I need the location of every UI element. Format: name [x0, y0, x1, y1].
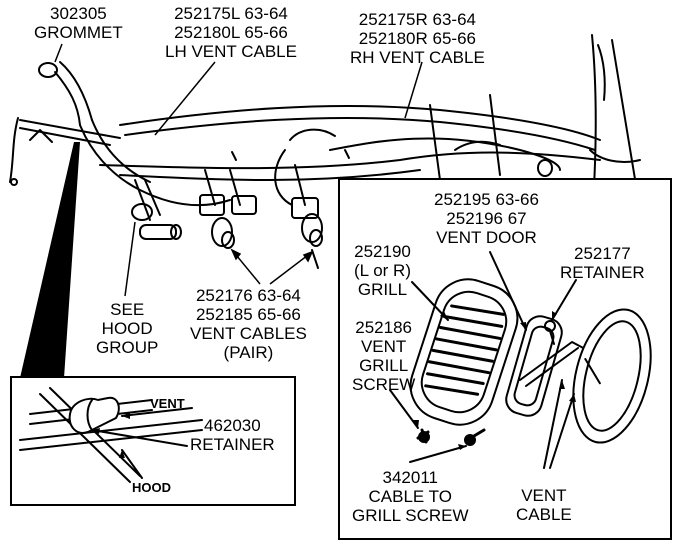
vent-cables-name: VENT CABLES — [190, 324, 307, 343]
vent-detail-drawing — [389, 251, 652, 469]
grill-note: (L or R) — [354, 261, 411, 280]
inset-retainer-part: 462030 — [203, 416, 261, 435]
cable-screw-l1: CABLE TO — [368, 487, 452, 506]
rh-cable-part-65-66: 252180R 65-66 — [358, 29, 476, 48]
inset-retainer-name: RETAINER — [190, 435, 275, 454]
vent-cable-l1: VENT — [521, 486, 567, 505]
vent-door-part-63-66: 252195 63-66 — [434, 190, 539, 209]
grill-screw-l2: GRILL — [359, 356, 409, 375]
retainer-name: RETAINER — [560, 263, 645, 282]
grill-screw-part-number: 252186 — [355, 318, 412, 337]
inset-vent-label: VENT — [150, 396, 185, 411]
grommet-label: 302305 GROMMET — [34, 4, 123, 42]
inset-hood-label: HOOD — [132, 480, 171, 495]
vent-door-name: VENT DOOR — [436, 228, 537, 247]
grill-screw-label: 252186 VENT GRILL SCREW — [352, 318, 415, 394]
group-text: GROUP — [96, 338, 159, 357]
see-text: SEE — [110, 300, 145, 319]
grill-part-number: 252190 — [354, 242, 411, 261]
rh-vent-cable-label: 252175R 63-64 252180R 65-66 RH VENT CABL… — [350, 10, 485, 67]
grill-screw-l3: SCREW — [352, 375, 416, 394]
vent-cables-pair-note: (PAIR) — [223, 343, 274, 362]
vent-cable-label: VENT CABLE — [516, 486, 572, 524]
vent-cables-pair-label: 252176 63-64 252185 65-66 VENT CABLES (P… — [190, 286, 307, 362]
grommet-name: GROMMET — [34, 23, 123, 42]
vent-cables-part-65-66: 252185 65-66 — [195, 305, 301, 324]
retainer-label: 252177 RETAINER — [560, 244, 645, 282]
grill-label: 252190 (L or R) GRILL — [354, 242, 411, 299]
retainer-part-number: 252177 — [573, 244, 631, 263]
grill-screw-l1: VENT — [360, 337, 407, 356]
rh-cable-name: RH VENT CABLE — [350, 48, 485, 67]
lh-cable-part-63-64: 252175L 63-64 — [174, 4, 288, 23]
vent-door-label: 252195 63-66 252196 67 VENT DOOR — [434, 190, 539, 247]
vent-cables-part-63-64: 252176 63-64 — [195, 286, 301, 305]
grommet-part-number: 302305 — [50, 4, 107, 23]
vent-detail-inset: 252195 63-66 252196 67 VENT DOOR 252190 … — [338, 178, 672, 540]
lh-vent-cable-label: 252175L 63-64 252180L 65-66 LH VENT CABL… — [165, 4, 297, 61]
rh-cable-part-63-64: 252175R 63-64 — [358, 10, 476, 29]
inset-retainer-label: 462030 RETAINER — [190, 416, 275, 454]
hood-text: HOOD — [101, 319, 153, 338]
retainer-detail-inset: VENT 462030 RETAINER HOOD — [10, 376, 296, 506]
vent-door-part-67: 252196 67 — [446, 209, 527, 228]
lh-cable-part-65-66: 252180L 65-66 — [174, 23, 288, 42]
cable-to-grill-screw-label: 342011 CABLE TO GRILL SCREW — [352, 468, 469, 525]
lh-cable-name: LH VENT CABLE — [165, 42, 297, 61]
grill-name: GRILL — [357, 280, 408, 299]
vent-cable-l2: CABLE — [516, 505, 572, 524]
cable-screw-l2: GRILL SCREW — [352, 506, 469, 525]
cable-screw-part-number: 342011 — [382, 468, 438, 487]
see-hood-group-label: SEE HOOD GROUP — [96, 300, 158, 357]
retainer-detail-drawing — [19, 387, 203, 483]
